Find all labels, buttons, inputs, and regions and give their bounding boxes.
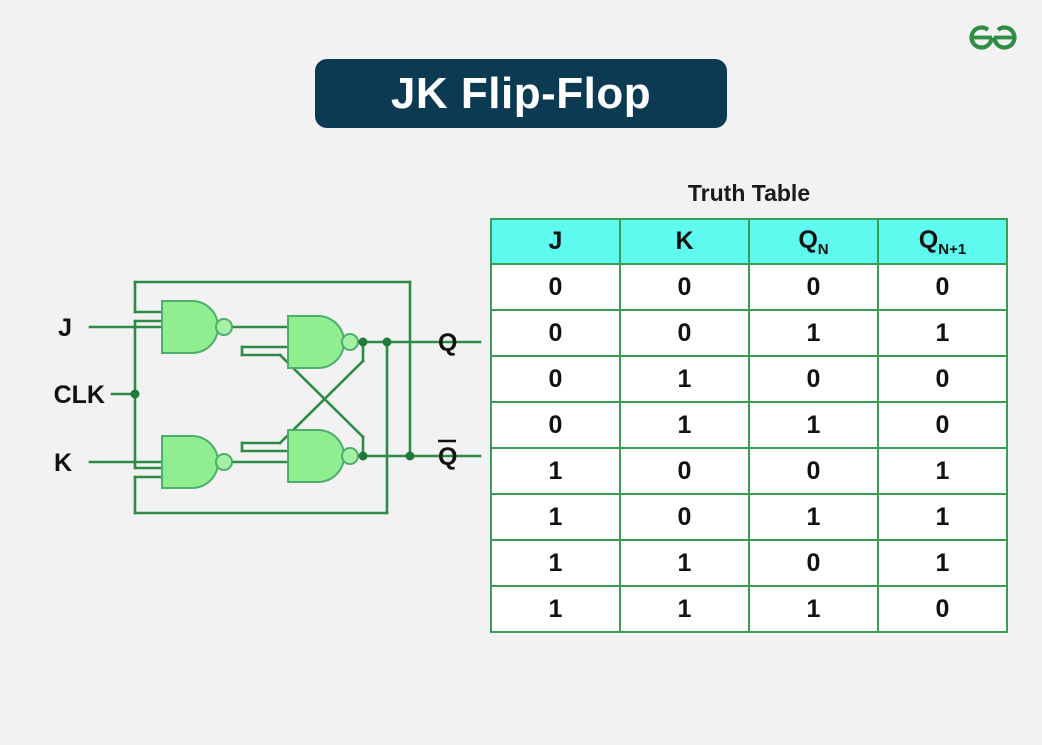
junction-qbar-1	[358, 451, 368, 461]
output-label-qbar: Q	[438, 443, 457, 471]
input-label-clk: CLK	[54, 381, 105, 409]
table-row: 1 1 1 0	[490, 585, 1008, 633]
table-row: 0 1 1 0	[490, 401, 1008, 449]
cell-j: 1	[490, 585, 621, 633]
junction-clk	[130, 389, 140, 399]
truth-table-caption: Truth Table	[687, 180, 811, 206]
gfg-logo-icon	[969, 25, 1017, 50]
cell-k: 0	[619, 447, 750, 495]
column-header-qn-text: Q	[798, 225, 818, 254]
cell-qn1: 1	[877, 493, 1008, 541]
cell-j: 0	[490, 309, 621, 357]
cell-qn: 1	[748, 493, 879, 541]
page-title-banner: JK Flip-Flop	[315, 59, 727, 128]
cell-qn: 1	[748, 401, 879, 449]
junction-qbar-2	[405, 451, 415, 461]
column-header-j-text: J	[548, 227, 563, 255]
junction-q-1	[358, 337, 368, 347]
cell-qn1: 1	[877, 539, 1008, 587]
cell-k: 0	[619, 493, 750, 541]
column-header-qn-sub: N	[817, 240, 829, 258]
nand-gate-1	[161, 300, 233, 354]
cell-qn1: 0	[877, 355, 1008, 403]
column-header-k-text: K	[675, 227, 694, 255]
cell-qn: 0	[748, 263, 879, 311]
cell-k: 1	[619, 539, 750, 587]
cell-j: 0	[490, 355, 621, 403]
truth-table: J K QN QN+1 0 0 0 0 0 0 1 1 0 1 0	[490, 218, 1008, 633]
cell-qn1: 0	[877, 585, 1008, 633]
cell-qn1: 1	[877, 447, 1008, 495]
page-title: JK Flip-Flop	[390, 68, 652, 118]
cell-k: 1	[619, 355, 750, 403]
nand-gate-2	[287, 315, 359, 369]
cell-k: 1	[619, 401, 750, 449]
cell-qn: 0	[748, 539, 879, 587]
output-label-q: Q	[438, 329, 457, 357]
input-label-k: K	[54, 449, 72, 477]
column-header-qn1: QN+1	[877, 218, 1008, 265]
junction-q-2	[382, 337, 392, 347]
cell-j: 1	[490, 447, 621, 495]
cell-qn1: 0	[877, 401, 1008, 449]
nand-gate-3	[161, 435, 233, 489]
circuit-diagram: J CLK K Q Q	[10, 265, 490, 535]
table-row: 1 0 1 1	[490, 493, 1008, 541]
cell-k: 0	[619, 309, 750, 357]
table-row: 0 0 1 1	[490, 309, 1008, 357]
table-row: 0 1 0 0	[490, 355, 1008, 403]
table-row: 1 0 0 1	[490, 447, 1008, 495]
truth-table-section: Truth Table J K QN QN+1 0 0 0 0 0 0 1 1	[490, 182, 1008, 633]
cell-qn: 1	[748, 309, 879, 357]
cell-qn: 0	[748, 355, 879, 403]
circuit-svg: J CLK K Q Q	[54, 280, 482, 515]
input-label-j: J	[58, 314, 72, 342]
cell-qn: 0	[748, 447, 879, 495]
column-header-qn1-text: Q	[918, 225, 939, 254]
cell-qn1: 1	[877, 309, 1008, 357]
cell-j: 0	[490, 401, 621, 449]
nand-gate-4	[287, 429, 359, 483]
geeksforgeeks-logo	[963, 17, 1023, 59]
cell-k: 0	[619, 263, 750, 311]
table-row: 0 0 0 0	[490, 263, 1008, 311]
junction-dots	[130, 337, 415, 461]
cell-qn: 1	[748, 585, 879, 633]
truth-table-header-row: J K QN QN+1	[490, 218, 1008, 265]
column-header-j: J	[490, 218, 621, 265]
column-header-qn1-sub: N+1	[938, 240, 967, 258]
cell-j: 1	[490, 493, 621, 541]
cell-j: 0	[490, 263, 621, 311]
column-header-k: K	[619, 218, 750, 265]
cell-qn1: 0	[877, 263, 1008, 311]
cell-k: 1	[619, 585, 750, 633]
cell-j: 1	[490, 539, 621, 587]
column-header-qn: QN	[748, 218, 879, 265]
table-row: 1 1 0 1	[490, 539, 1008, 587]
